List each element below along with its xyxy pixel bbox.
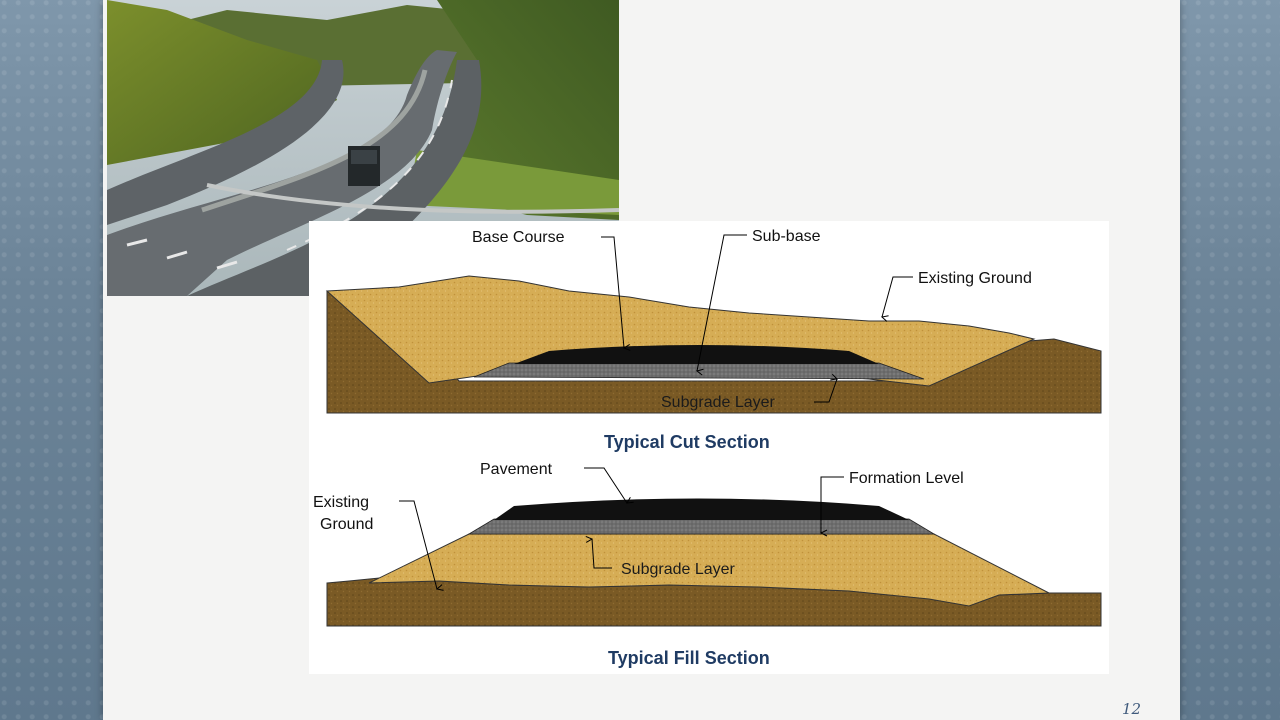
fill-section-title: Typical Fill Section	[608, 648, 770, 668]
fill-formation-level-label: Formation Level	[849, 470, 964, 487]
cut-section-title: Typical Cut Section	[604, 432, 770, 452]
fill-pavement	[494, 498, 909, 520]
fill-pavement-label: Pavement	[480, 461, 553, 478]
background-right-panel	[1180, 0, 1280, 720]
cut-subgrade-layer-label: Subgrade Layer	[661, 394, 776, 411]
cut-sub-base	[473, 362, 925, 380]
fill-existing-ground-label-line1: Existing	[313, 494, 369, 511]
cut-sub-base-label: Sub-base	[752, 228, 821, 245]
cut-existing-ground-label: Existing Ground	[918, 270, 1032, 287]
fill-section: Pavement Formation Level Existing Ground…	[313, 461, 1102, 668]
fill-subgrade-layer-label: Subgrade Layer	[621, 561, 736, 578]
fill-existing-ground-label-line2: Ground	[320, 516, 373, 533]
slide-page-number: 12	[1122, 700, 1142, 718]
fill-sub-base	[467, 518, 936, 535]
fill-embankment	[368, 533, 1051, 607]
cut-section: Base Course Sub-base Existing Ground Sub…	[325, 228, 1102, 452]
cut-base-course	[514, 345, 879, 364]
background-left-panel	[0, 0, 103, 720]
cut-base-course-label: Base Course	[472, 229, 565, 246]
highway-photo	[107, 0, 619, 296]
cut-fill-diagram: Base Course Sub-base Existing Ground Sub…	[309, 221, 1109, 674]
